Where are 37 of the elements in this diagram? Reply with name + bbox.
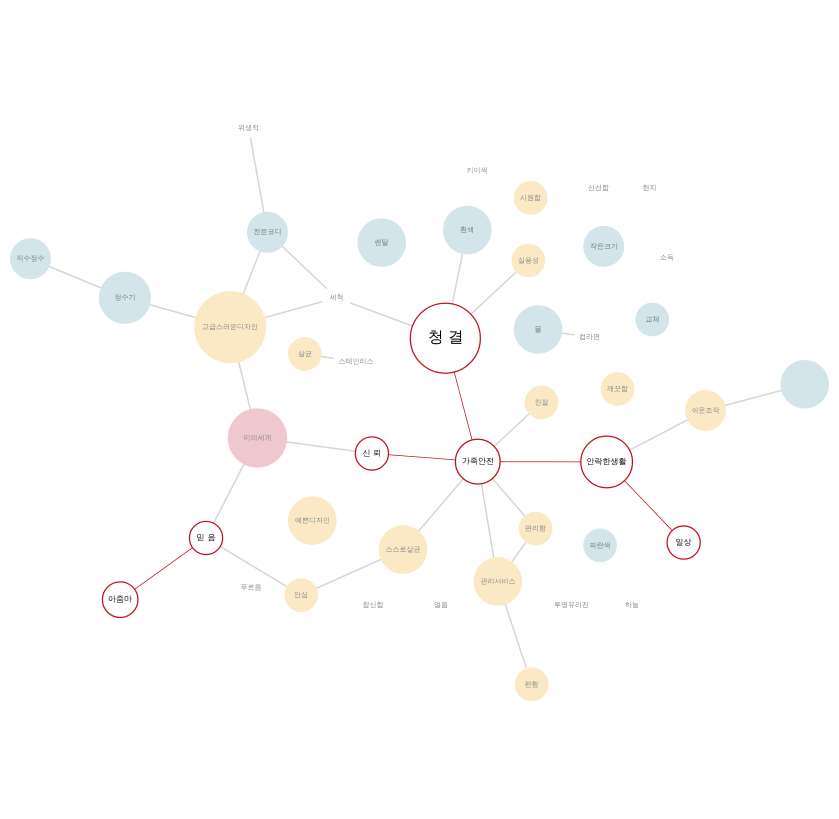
node-circle xyxy=(780,359,829,408)
connector xyxy=(511,541,527,562)
node-circle: 안락한생활 xyxy=(580,435,634,488)
node-circle: 아줌마 xyxy=(102,580,139,618)
connector xyxy=(562,332,574,336)
node-circle: 믿 음 xyxy=(188,520,224,555)
connector xyxy=(250,136,265,212)
connector xyxy=(134,546,193,590)
connector xyxy=(629,418,688,450)
connector xyxy=(492,478,526,516)
connector xyxy=(220,545,288,587)
connector xyxy=(150,304,196,318)
connector xyxy=(238,361,252,410)
connector xyxy=(418,478,464,532)
connector xyxy=(282,245,328,289)
connector xyxy=(504,604,528,668)
connector xyxy=(454,371,472,440)
connector xyxy=(388,454,456,460)
connector xyxy=(350,302,413,326)
connector xyxy=(264,300,323,318)
connector xyxy=(624,480,672,530)
connector xyxy=(286,440,356,452)
connector xyxy=(321,355,334,359)
connector xyxy=(452,253,464,304)
connector xyxy=(724,389,782,406)
node-circle: 청 결 xyxy=(410,302,481,374)
connector xyxy=(316,558,382,589)
connector xyxy=(49,265,102,288)
node-circle: 일상 xyxy=(666,524,701,560)
connector xyxy=(242,250,261,294)
node-circle: 가족안전 xyxy=(454,438,501,484)
node-circle: 신 뢰 xyxy=(354,436,390,470)
connector xyxy=(494,412,530,446)
connector xyxy=(500,460,582,462)
connector xyxy=(480,483,495,558)
connector xyxy=(470,270,517,314)
connector xyxy=(212,463,245,523)
